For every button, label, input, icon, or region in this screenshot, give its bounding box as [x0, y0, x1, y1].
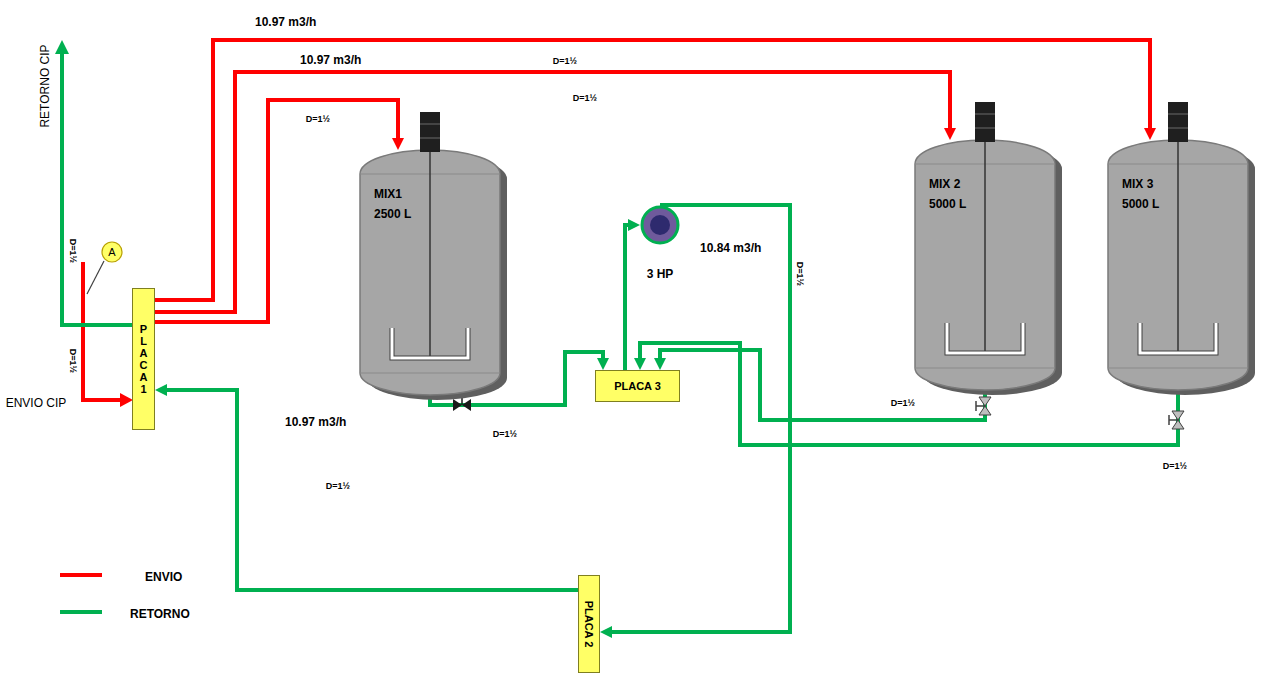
callout-circle: A [101, 241, 123, 263]
cip-supply-label: ENVIO CIP [6, 397, 67, 411]
valve-body [979, 397, 991, 406]
legend-swatch [60, 573, 102, 577]
callout-circle [102, 242, 122, 262]
plate-name: PLACA 3 [614, 380, 661, 392]
heat-exchanger-plate: PLACA 3 [595, 370, 680, 402]
motor-detail [1168, 114, 1188, 115]
pump-symbol: 3 HP [640, 205, 680, 245]
pump-power: 3 HP [647, 267, 674, 281]
flow-rate: 10.84 m3/h [700, 242, 761, 256]
tank-name: MIX1 2500 L [374, 184, 424, 225]
heat-exchanger-plate: PLACA 1 [132, 288, 155, 430]
valve-handle [1168, 415, 1170, 425]
pipe-diameter: D=1½ [553, 56, 577, 66]
tank-name: MIX 3 5000 L [1122, 174, 1172, 215]
pump-illustration [640, 205, 680, 245]
agitator-paddle [1140, 323, 1216, 353]
motor-detail [975, 128, 995, 129]
motor-detail [420, 138, 440, 139]
pipe-connector [155, 72, 950, 312]
agitator-paddle [947, 323, 1023, 353]
heat-exchanger-plate: PLACA 2 [578, 575, 600, 673]
agitator-shaft [984, 140, 986, 353]
valve-stem [1169, 419, 1178, 421]
agitator-paddle [1140, 323, 1216, 353]
agitator-motor [975, 102, 995, 142]
motor-detail [975, 114, 995, 115]
cip-return-label: RETORNO CIP [39, 44, 53, 127]
tank-seam [1108, 368, 1248, 369]
pipe-diameter: D=1½ [326, 481, 350, 491]
pump-impeller [650, 215, 670, 235]
tank-body [360, 150, 500, 395]
leader-line [87, 261, 104, 294]
callout-letter: A [108, 247, 115, 258]
pipe-diameter: D=1½ [68, 349, 78, 373]
valve-body [1172, 420, 1184, 429]
flow-rate: 10.97 m3/h [300, 54, 361, 68]
cip-return-pipe [62, 54, 132, 325]
pipe-diameter: D=1½ [306, 114, 330, 124]
pipe-connector [625, 225, 632, 370]
agitator-shaft [429, 150, 431, 358]
valve-body [453, 399, 462, 411]
pipe-connector [163, 390, 578, 590]
pipe-diameter: D=1½ [795, 262, 805, 286]
pipe-diameter: D=1½ [493, 429, 517, 439]
arrowhead [55, 40, 69, 54]
tank-name: MIX 2 5000 L [929, 174, 979, 215]
legend-text: RETORNO [130, 608, 190, 622]
pipe-diameter: D=1½ [1163, 461, 1187, 471]
pipe-diameter: D=1½ [573, 93, 597, 103]
legend-text: ENVIO [145, 571, 182, 585]
legend-swatch [60, 610, 102, 614]
valve-stem [976, 405, 985, 407]
agitator-paddle [392, 328, 468, 358]
valve-symbol [976, 397, 991, 415]
agitator-motor [1168, 102, 1188, 142]
agitator-paddle [947, 323, 1023, 353]
mix-tank: MIX 3 5000 L [1108, 140, 1248, 390]
valve-symbol [1169, 411, 1184, 429]
pump-casing [642, 207, 678, 243]
plate-name: PLACA 1 [138, 323, 149, 396]
mix-tank: MIX 2 5000 L [915, 140, 1055, 390]
plate-name: PLACA 2 [583, 601, 595, 648]
pipe-connector [608, 205, 790, 632]
pipe-connector [640, 343, 1178, 445]
tank-body [1108, 140, 1248, 390]
agitator-shaft [1177, 140, 1179, 353]
tank-seam [360, 373, 500, 374]
motor-detail [420, 124, 440, 125]
motor-detail [1168, 128, 1188, 129]
tank-illustration [360, 150, 500, 395]
tank-body [915, 140, 1055, 390]
agitator-motor [420, 112, 440, 152]
flow-rate: 10.97 m3/h [255, 16, 316, 30]
pipe-diameter: D=1½ [891, 398, 915, 408]
mix-tank: MIX1 2500 L [360, 150, 500, 395]
valve-body [1172, 411, 1184, 420]
flow-rate: 10.97 m3/h [285, 416, 346, 430]
valve-body [979, 406, 991, 415]
cip-supply-pipe [83, 262, 121, 400]
pipe-diameter: D=1½ [68, 239, 78, 263]
valve-handle [975, 401, 977, 411]
agitator-paddle [392, 328, 468, 358]
tank-seam [915, 368, 1055, 369]
valve-body [462, 399, 471, 411]
